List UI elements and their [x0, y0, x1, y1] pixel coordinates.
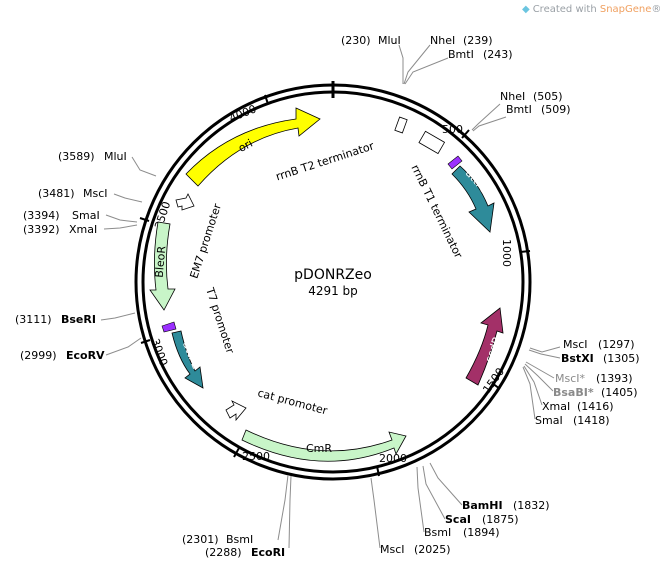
site-name: BsmI [226, 533, 253, 546]
label-T7: T7 promoter [203, 285, 237, 355]
site-name: EcoRI [251, 546, 285, 559]
site-pos: (2301) [182, 533, 219, 546]
site-name: BmtI [448, 48, 474, 61]
label-rrnB-T2: rrnB T2 terminator [274, 139, 376, 183]
site-pos: (509) [541, 103, 571, 116]
attP1-att-site [447, 155, 463, 170]
plasmid-name: pDONRZeo [294, 267, 372, 283]
site-name: BamHI [462, 499, 503, 512]
site-name: SmaI [535, 414, 563, 427]
snapgene-logo-icon: ◆ [522, 4, 530, 15]
site-pos: (230) [341, 34, 371, 47]
site-pos: (3392) [23, 223, 60, 236]
tick-label: 4000 [227, 102, 258, 125]
site-name: MluI [104, 150, 127, 163]
site-name: NheI [500, 90, 525, 103]
site-pos: (505) [533, 90, 563, 103]
site-name: BsaBI* [553, 386, 594, 399]
site-pos: (243) [483, 48, 513, 61]
tick-label: 1000 [500, 239, 513, 267]
site-name: ScaI [445, 513, 471, 526]
label-EM7: EM7 promoter [188, 202, 225, 281]
site-pos: (1875) [482, 513, 519, 526]
site-pos: (1894) [463, 526, 500, 539]
feature-attP1[interactable]: attP1 [451, 165, 495, 233]
site-pos: (1416) [577, 400, 614, 413]
site-pos: (1405) [601, 386, 638, 399]
site-name: XmaI [69, 223, 97, 236]
site-name: BsmI [424, 526, 451, 539]
site-pos: (2999) [20, 349, 57, 362]
site-pos: (3111) [15, 313, 52, 326]
tick-marks [139, 94, 531, 477]
site-pos: (3481) [38, 187, 75, 200]
rrnB-T1-box [418, 130, 446, 155]
tick-label: 500 [442, 123, 463, 136]
site-pos: (1832) [513, 499, 550, 512]
site-pos: (1297) [598, 338, 635, 351]
site-name: SmaI [72, 209, 100, 222]
site-name: MscI [380, 543, 405, 556]
site-labels: (230) MluI NheI (239) BmtI (243) NheI (5… [15, 34, 640, 559]
site-pos: (2025) [414, 543, 451, 556]
tick-label: 2000 [379, 452, 407, 465]
site-name: XmaI [542, 400, 570, 413]
site-name: MscI [83, 187, 108, 200]
site-name: NheI [430, 34, 455, 47]
site-name: BmtI [506, 103, 532, 116]
plasmid-size: 4291 bp [308, 284, 358, 298]
site-name: MscI* [555, 372, 586, 385]
site-name: BseRI [61, 313, 96, 326]
site-pos: (239) [463, 34, 493, 47]
tick-label: 3000 [148, 337, 170, 368]
site-pos: (1418) [573, 414, 610, 427]
tick-label: 2500 [242, 450, 270, 463]
site-pos: (2288) [205, 546, 242, 559]
site-pos: (3394) [23, 209, 60, 222]
feature-label: CmR [306, 442, 332, 455]
site-name: BstXI [561, 352, 594, 365]
EM7-promoter-arrow [175, 193, 195, 211]
snapgene-watermark: ◆Created with SnapGene® [522, 4, 662, 15]
site-pos: (1305) [603, 352, 640, 365]
label-cat: cat promoter [256, 386, 329, 417]
attP2-att-site [161, 321, 177, 333]
site-name: EcoRV [66, 349, 105, 362]
cat-promoter-arrow [225, 400, 247, 422]
feature-attP2[interactable]: attP2 [171, 330, 204, 389]
feature-BleoR[interactable]: BleoR [149, 221, 176, 311]
site-name: MscI [563, 338, 588, 351]
site-leaders [100, 44, 561, 549]
rrnB-T2-box [394, 116, 408, 134]
feature-ori[interactable]: ori [185, 107, 321, 187]
feature-label: BleoR [153, 245, 169, 278]
feature-label: ori [236, 137, 255, 155]
site-pos: (1393) [596, 372, 633, 385]
site-pos: (3589) [58, 150, 95, 163]
site-name: MluI [378, 34, 401, 47]
feature-CmR[interactable]: CmR [241, 429, 407, 462]
